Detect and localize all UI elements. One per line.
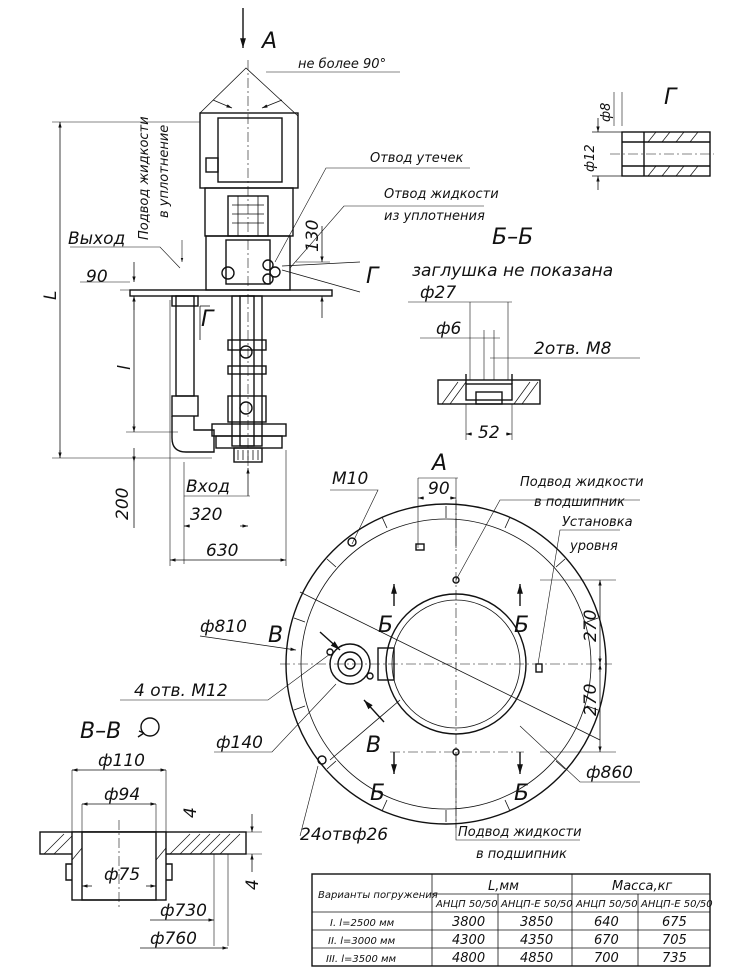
- seal-supply-note-1: Подвод жидкости: [137, 116, 152, 240]
- seal-supply-note-2: в уплотнение: [157, 125, 172, 218]
- dim-90-top: 90: [428, 479, 450, 499]
- table-header-length: L,мм: [488, 879, 519, 894]
- bearing-supply-top-2: в подшипник: [534, 495, 625, 510]
- table-subheader: АНЦП 50/50: [575, 899, 638, 910]
- view-g-label: Г: [664, 85, 678, 110]
- bearing-supply-bot-2: в подшипник: [476, 847, 567, 862]
- bearing-supply-top-1: Подвод жидкости: [520, 475, 644, 490]
- dim-270-top: 270: [581, 610, 601, 642]
- dim-phi730: ф730: [160, 901, 207, 921]
- b-mark-1: Б: [378, 613, 393, 638]
- table-header-variants: Варианты погружения: [318, 890, 438, 901]
- g-mark-seal: Г: [366, 264, 380, 289]
- section-vv: В–В ф110 ф94 ф75: [39, 717, 263, 950]
- b-mark-3: Б: [370, 781, 385, 806]
- holes-24: 24отвф26: [300, 825, 388, 845]
- v-mark-1: В: [268, 623, 283, 648]
- view-a-circle-label: А: [430, 451, 447, 476]
- view-a: А 90: [120, 451, 644, 862]
- dim-200: 200: [113, 488, 133, 520]
- dim-phi760: ф760: [150, 929, 197, 949]
- section-vv-label: В–В: [80, 719, 121, 744]
- dim-phi810: ф810: [200, 617, 247, 637]
- bearing-supply-bot-1: Подвод жидкости: [458, 825, 582, 840]
- table-cell: 3800: [452, 915, 485, 930]
- section-bb-label: Б–Б: [492, 225, 533, 250]
- table-cell: 4300: [452, 933, 485, 948]
- dim-52: 52: [478, 423, 500, 443]
- table-cell: 675: [662, 915, 687, 930]
- dim-130: 130: [303, 220, 323, 252]
- table-subheader: АНЦП 50/50: [435, 899, 498, 910]
- b-mark-4: Б: [514, 781, 529, 806]
- table-subheader: АНЦП-Е 50/50: [500, 899, 573, 910]
- table-row-variant: I. l=2500 мм: [330, 918, 395, 929]
- level-set-2: уровня: [569, 539, 618, 554]
- dim-phi94: ф94: [104, 785, 140, 805]
- inlet-label: Вход: [186, 477, 230, 497]
- spec-table: Варианты погружения L,мм Масса,кг АНЦП 5…: [311, 873, 713, 967]
- table-header-mass: Масса,кг: [612, 879, 672, 894]
- table-cell: 640: [594, 915, 619, 930]
- table-cell: 4800: [452, 951, 485, 966]
- table-cell: 670: [594, 933, 619, 948]
- holes-m12: 4 отв. М12: [134, 681, 228, 701]
- dim-phi75: ф75: [104, 865, 140, 885]
- dim-phi27: ф27: [420, 283, 456, 303]
- leak-drain-note: Отвод утечек: [370, 151, 463, 166]
- seal-drain-note-2: из уплотнения: [384, 209, 485, 224]
- dim-270-bottom: 270: [581, 684, 601, 716]
- table-cell: 4850: [520, 951, 553, 966]
- section-bb-note: заглушка не показана: [412, 261, 613, 281]
- g-mark-front: Г: [201, 307, 215, 332]
- dim-320: 320: [190, 505, 222, 525]
- table-cell: 4350: [520, 933, 553, 948]
- v-mark-2: В: [366, 733, 381, 758]
- thickness-top: 4: [181, 807, 201, 818]
- dim-phi110: ф110: [98, 751, 145, 771]
- outlet-label: Выход: [68, 229, 125, 249]
- table-cell: 700: [594, 951, 619, 966]
- holes-m8: 2отв. М8: [534, 339, 612, 359]
- dim-90-left: 90: [86, 267, 108, 287]
- dim-phi12: ф12: [583, 144, 598, 172]
- thread-m10: М10: [332, 469, 368, 489]
- angle-note: не более 90°: [298, 57, 386, 72]
- dim-phi140: ф140: [216, 733, 263, 753]
- table-subheader: АНЦП-Е 50/50: [640, 899, 713, 910]
- level-set-1: Установка: [562, 515, 633, 530]
- dim-l-immersion: l: [115, 365, 135, 370]
- table-cell: 735: [662, 951, 687, 966]
- dim-630: 630: [206, 541, 238, 561]
- table-cell: 3850: [520, 915, 553, 930]
- view-a-label: А: [260, 29, 277, 54]
- thickness-bottom: 4: [243, 879, 263, 890]
- dim-phi6: ф6: [436, 319, 462, 339]
- b-mark-2: Б: [514, 613, 529, 638]
- seal-drain-note-1: Отвод жидкости: [384, 187, 499, 202]
- section-bb: Б–Б заглушка не показана ф27 ф6 2отв. М8…: [408, 225, 640, 443]
- dim-l-total: L: [41, 291, 61, 300]
- front-view: А не более 90°: [41, 8, 499, 566]
- dim-phi8: ф8: [599, 103, 614, 122]
- table-cell: 705: [662, 933, 687, 948]
- table-row-variant: III. l=3500 мм: [326, 954, 397, 965]
- dim-phi860: ф860: [586, 763, 633, 783]
- view-g: Г ф8 ф12: [583, 85, 714, 190]
- table-row-variant: II. l=3000 мм: [328, 936, 396, 947]
